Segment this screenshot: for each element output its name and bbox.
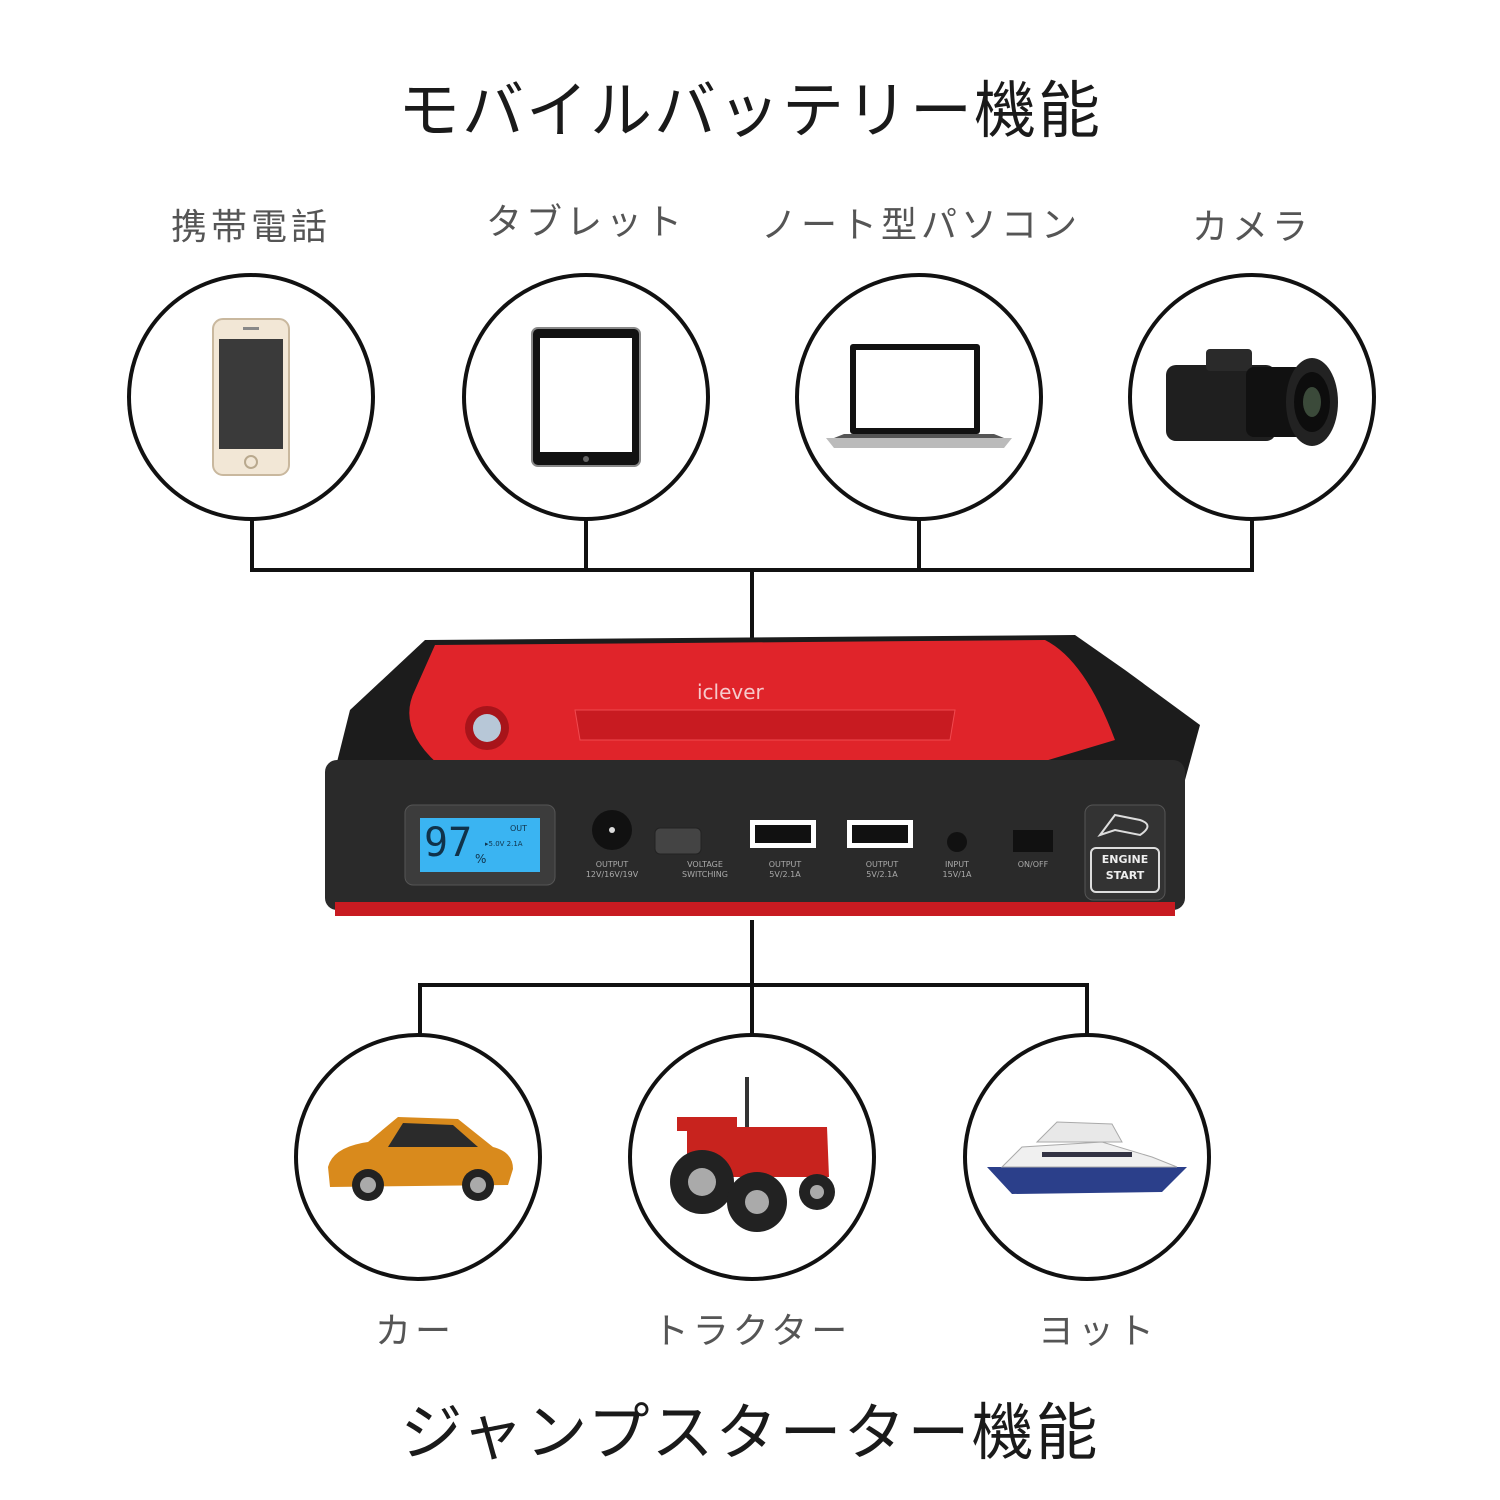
power-switch[interactable]: ON/OFF [1008,860,1058,870]
brand-logo: iclever [697,680,764,704]
label-tablet: タブレット [485,202,686,243]
label-phone: 携帯電話 [170,207,331,248]
connector-line [1085,983,1089,1035]
connector-line [584,520,588,572]
engine-label: ENGINE [1101,853,1149,866]
label-laptop: ノート型パソコン [760,205,1081,246]
start-label: START [1105,869,1145,882]
label-car: カー [374,1311,455,1352]
lcd-percent-sign: % [475,852,487,866]
port-label: ON/OFF [1017,860,1049,869]
car-icon [328,1117,513,1201]
connector-line [750,920,754,987]
lcd-output: ▸5.0V 2.1A [485,840,523,848]
connector-line [917,520,921,572]
tractor-circle [628,1033,876,1281]
bottom-title: ジャンプスターター機能 [400,1396,1100,1469]
port-label: VOLTAGE [687,860,723,869]
tablet-icon [531,327,641,467]
port-label: OUTPUT [865,860,899,869]
engine-start-button[interactable]: ENGINE START [1091,852,1159,884]
laptop-icon [826,344,1012,448]
port-label: OUTPUT [768,860,802,869]
phone-circle [127,273,375,521]
connector-line [750,568,754,638]
label-tractor: トラクター [652,1311,852,1352]
label-camera: カメラ [1191,207,1312,248]
connector-line [1250,520,1254,572]
tablet-circle [462,273,710,521]
camera-circle [1128,273,1376,521]
lcd-percent: 97 [424,820,473,866]
connector-line [750,983,754,1035]
port-sub: SWITCHING [682,870,728,879]
top-title: モバイルバッテリー機能 [397,74,1102,147]
connector-line [250,520,254,572]
port-sub: 12V/16V/19V [585,870,639,879]
port-sub: 5V/2.1A [866,870,898,879]
jump-starter-body [325,635,1200,916]
laptop-circle [795,273,1043,521]
port-sub: 5V/2.1A [769,870,801,879]
port-label: INPUT [945,860,969,869]
car-circle [294,1033,542,1281]
lcd-out: OUT [510,824,528,833]
label-yacht: ヨット [1037,1311,1158,1352]
tractor-icon [670,1077,835,1232]
camera-icon [1166,349,1338,446]
port-label: OUTPUT [595,860,629,869]
smartphone-icon [212,318,290,476]
port-sub: 15V/1A [942,870,972,879]
connector-line [418,983,422,1035]
yacht-icon [987,1121,1187,1194]
yacht-circle [963,1033,1211,1281]
